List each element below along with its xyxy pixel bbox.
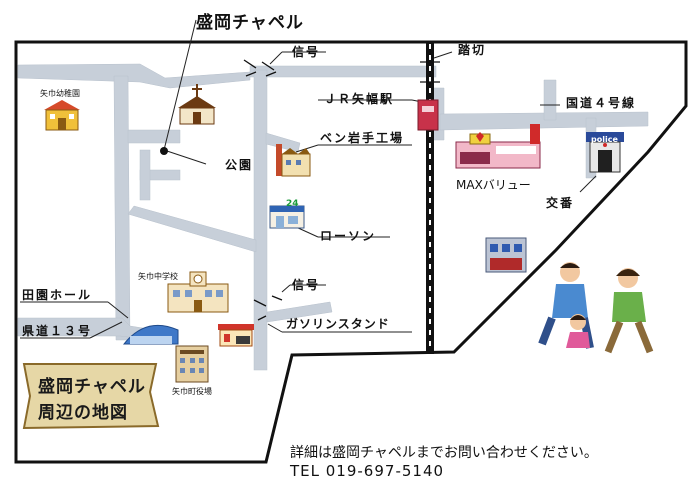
road-lower-right xyxy=(266,301,333,323)
label-denen-hall: 田園ホール xyxy=(22,288,93,302)
label-ben-iwate-factory: ベン岩手工場 xyxy=(320,131,405,145)
label-yahaba-junior-high: 矢巾中学校 xyxy=(138,272,178,281)
label-yahaba-kindergarten: 矢巾幼稚園 xyxy=(40,89,80,98)
park-marker-icon xyxy=(160,147,168,155)
road-diagonal xyxy=(127,205,257,253)
road-n4-branch-a xyxy=(543,79,557,121)
label-park: 公園 xyxy=(225,158,254,172)
road-central-vertical xyxy=(253,69,268,371)
gas-station-icon xyxy=(218,324,254,347)
lawson-24-badge: 24 xyxy=(286,199,299,209)
label-gas-station: ガソリンスタンド xyxy=(286,317,390,331)
label-signal-top: 信号 xyxy=(292,45,321,59)
label-jr-yahaba-station: ＪＲ矢幅駅 xyxy=(324,92,395,106)
road-park-upper xyxy=(127,129,181,144)
label-max-value: MAXバリュー xyxy=(456,178,531,192)
footer-inquiry-note: 詳細は盛岡チャペルまでお問い合わせください。 xyxy=(290,445,598,461)
map-title: 盛岡チャペル xyxy=(196,13,304,33)
school-icon xyxy=(167,271,229,313)
road-top-left xyxy=(17,63,251,89)
station-icon xyxy=(417,99,439,131)
road-top-main xyxy=(249,65,437,78)
road-ben-branch xyxy=(265,132,301,153)
scroll-title-line2: 周辺の地図 xyxy=(38,403,128,423)
label-lawson: ローソン xyxy=(320,229,377,243)
label-police-box: 交番 xyxy=(546,196,575,210)
label-yahaba-town-office: 矢巾町役場 xyxy=(172,387,212,396)
lawson-icon xyxy=(269,205,305,229)
scroll-title-line1: 盛岡チャペル xyxy=(38,377,146,397)
family-icon xyxy=(538,262,654,354)
signal-icon xyxy=(243,59,283,321)
road-park-vert xyxy=(139,149,151,201)
crossing-icon xyxy=(420,61,440,83)
town-office-icon xyxy=(175,345,209,383)
police-box-icon xyxy=(586,132,624,173)
supermarket-icon xyxy=(455,124,541,169)
church-icon xyxy=(178,84,216,125)
road-left-vertical xyxy=(113,75,131,341)
label-signal-mid: 信号 xyxy=(292,278,321,292)
building-icon xyxy=(485,237,527,273)
footer-telephone: TEL 019-697-5140 xyxy=(290,462,445,480)
label-prefectural-road-13: 県道１３号 xyxy=(22,324,93,338)
kindergarten-icon xyxy=(44,100,80,131)
factory-icon xyxy=(276,144,311,177)
label-railroad-crossing: 踏切 xyxy=(458,43,487,57)
hall-icon xyxy=(122,324,179,345)
title-scroll xyxy=(22,363,160,430)
label-route-4: 国道４号線 xyxy=(566,96,637,110)
leader-lines xyxy=(20,19,597,339)
railway-line xyxy=(426,42,434,354)
police-sign: police xyxy=(591,135,618,144)
